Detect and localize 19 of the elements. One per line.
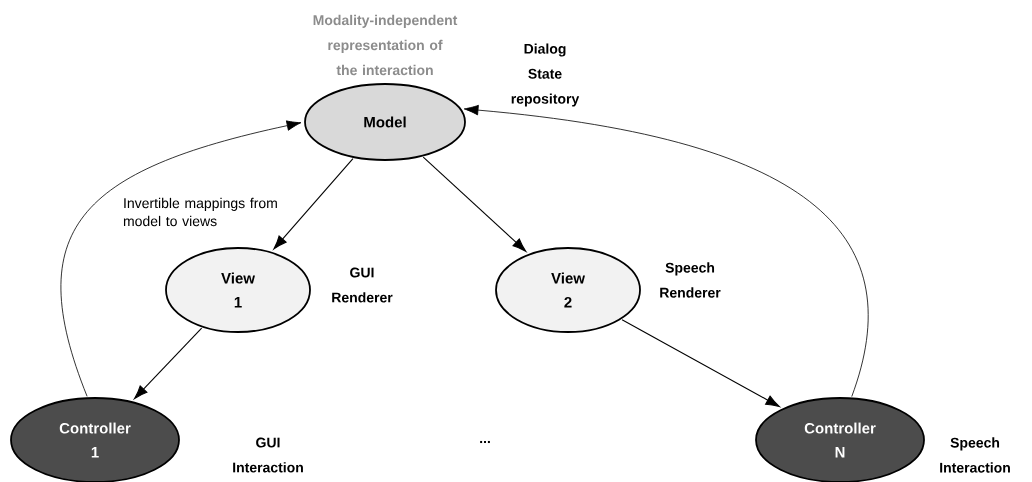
arrow	[273, 158, 354, 250]
edge-label: Invertible mappings from model to views	[123, 197, 277, 227]
arrow	[134, 327, 203, 400]
arrow	[422, 156, 527, 252]
node-caption: GUI Interaction	[233, 437, 303, 473]
arrow	[60, 120, 302, 397]
node-caption: Speech Interaction	[940, 437, 1010, 473]
ellipse-node: View 1	[165, 247, 311, 333]
node-caption: Dialog State repository	[511, 43, 580, 107]
ellipse-node: View 2	[495, 247, 641, 333]
arrow	[463, 104, 869, 397]
ellipse-node: Controller N	[755, 397, 925, 482]
ellipsis-label: ...	[480, 440, 490, 444]
ellipse-node: Model	[304, 83, 466, 161]
ellipse-node: Controller 1	[10, 397, 180, 482]
node-caption: Speech Renderer	[660, 262, 721, 298]
node-caption: GUI Renderer	[332, 267, 393, 303]
arrow	[621, 319, 780, 407]
node-caption: Modality-independent representation of the interaction	[313, 14, 458, 76]
